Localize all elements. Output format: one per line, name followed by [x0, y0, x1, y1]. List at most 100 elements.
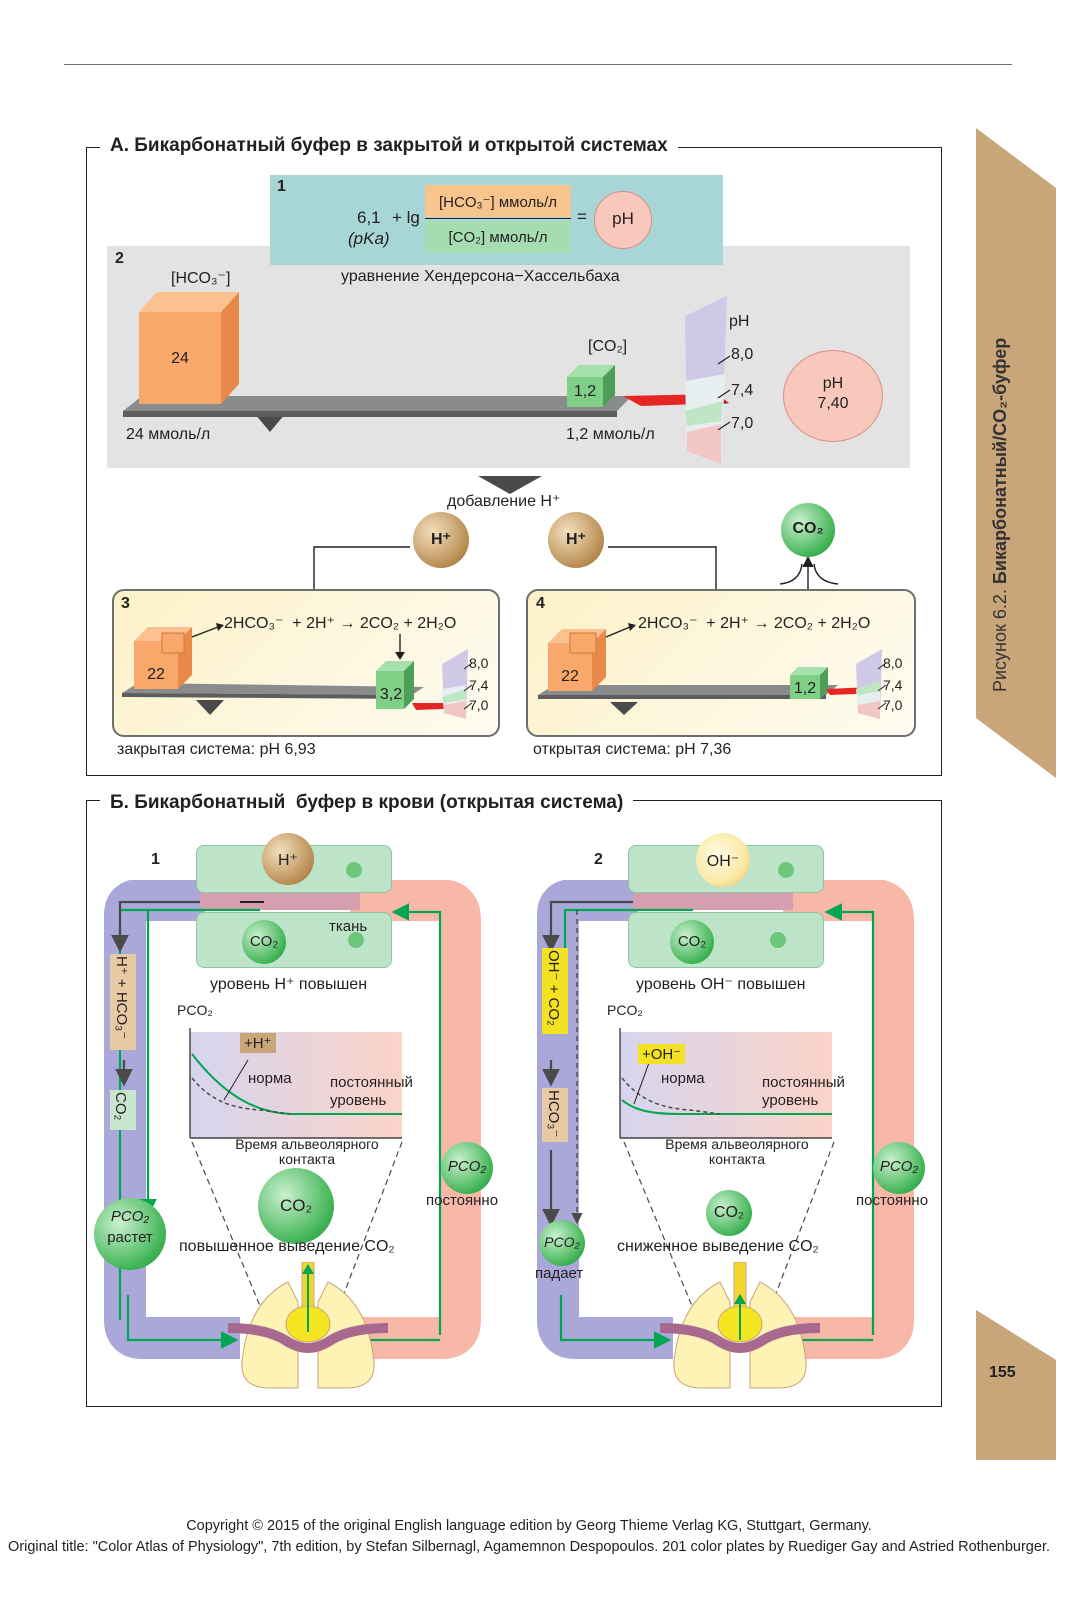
page-number-tab: [976, 1310, 1056, 1460]
section-a-connectors: [308, 546, 839, 608]
panel3-tick-74: 7,4: [469, 677, 489, 693]
add-h-arrow: [478, 476, 542, 494]
ph-circle-large-label: pH 7,40: [817, 375, 849, 412]
right-co2-ball: [670, 920, 714, 964]
panel4-number: 4: [536, 595, 545, 612]
ph-tick-marks: [717, 355, 731, 430]
hco3-value: 24: [171, 350, 189, 367]
page-number: 155: [989, 1364, 1016, 1381]
panel3-tick-80: 8,0: [469, 655, 489, 671]
panel4-caption: открытая система: pH 7,36: [533, 741, 732, 758]
left-tissue-bottom: [196, 912, 392, 968]
panel4-equation: 2HCO₃⁻ + 2H⁺ → 2CO₂ + 2H₂O: [638, 615, 871, 632]
right-change-label: +OH⁻: [638, 1044, 686, 1064]
right-big-co2-ball: [706, 1190, 752, 1236]
right-pco2-axis: PCO₂: [607, 1002, 643, 1018]
left-ion-ball: [262, 833, 314, 885]
left-pco2-axis: PCO₂: [177, 1002, 213, 1018]
panel4-tick-70: 7,0: [883, 697, 903, 713]
left-pco2-ball-right-label: PCO₂: [447, 1158, 487, 1175]
copyright-line-1: Copyright © 2015 of the original English…: [186, 1518, 872, 1534]
ph-circle-small: [594, 191, 652, 249]
ph-tick-74: 7,4: [731, 382, 754, 399]
left-tissue-label: ткань: [329, 918, 368, 935]
section-b-title: Б. Бикарбонатный буфер в крови (открытая…: [100, 792, 634, 814]
hco3-unit: 24 ммоль/л: [126, 426, 211, 443]
right-pco2-ball-right-label: PCO₂: [879, 1158, 919, 1175]
right-vertical-label-2-bg: [542, 1088, 568, 1142]
right-co2-label: CO₂: [677, 933, 707, 950]
panel4-co2-value: 1,2: [793, 680, 817, 697]
section-a-title: А. Бикарбонатный буфер в закрытой и откр…: [100, 135, 678, 157]
left-pco2-ball-right: [441, 1142, 493, 1194]
right-level-text: уровень OH⁻ повышен: [636, 976, 806, 993]
h-ion-ball-right: [548, 512, 604, 568]
panel3-box: [112, 589, 500, 737]
left-big-co2-ball: [258, 1168, 334, 1244]
ph-tick-70: 7,0: [731, 415, 754, 432]
left-excretion: повышенное выведение CO₂: [179, 1238, 395, 1255]
left-num: 1: [151, 851, 160, 868]
panel3-number: 3: [121, 595, 130, 612]
panel3-equation: 2HCO₃⁻ + 2H⁺ → 2CO₂ + 2H₂O: [224, 615, 457, 632]
right-nucleus-2: [770, 932, 786, 948]
left-pco2-ball-left: [94, 1198, 166, 1270]
henderson-caption: уравнение Хендерсона−Хассельбаха: [341, 268, 620, 285]
right-state-falling: падает: [535, 1265, 584, 1282]
left-lung-cone: [191, 1141, 403, 1331]
right-steady: постоянный уровень: [762, 1074, 845, 1109]
left-state-constant: постоянно: [426, 1192, 499, 1209]
left-norm: норма: [248, 1070, 292, 1087]
panel2-bg: [107, 246, 910, 468]
h-ion-ball-left-label: H⁺: [431, 531, 451, 548]
hco3-label: [HCO₃⁻]: [171, 270, 231, 287]
fraction-bar: [425, 218, 571, 219]
panel3-caption: закрытая система: pH 6,93: [117, 741, 316, 758]
ph-circle-small-label: pH: [612, 209, 634, 228]
left-xaxis: Время альвеолярного контакта: [235, 1136, 379, 1167]
right-norm: норма: [661, 1070, 705, 1087]
ph-circle-large: [783, 350, 883, 442]
left-state-rising: растет: [107, 1229, 153, 1246]
panel3-tick-70: 7,0: [469, 697, 489, 713]
right-pco2-ball-right: [873, 1142, 925, 1194]
copyright-line-2: Original title: "Color Atlas of Physiolo…: [7, 1539, 1050, 1555]
panel2-number: 2: [115, 250, 124, 267]
fraction-numerator-bg: [425, 185, 571, 217]
panel3-co2-value: 3,2: [379, 686, 403, 703]
left-vertical-label-2: CO₂: [112, 1092, 129, 1121]
panel4-balance: [538, 623, 887, 719]
h-ion-ball-right-label: H⁺: [566, 531, 586, 548]
co2-unit: 1,2 ммоль/л: [566, 426, 655, 443]
left-nucleus-2: [348, 932, 364, 948]
left-nucleus: [346, 862, 362, 878]
top-rule: [64, 64, 1012, 65]
left-ion-label: H⁺: [278, 852, 298, 869]
left-vertical-label-2-bg: [110, 1090, 136, 1130]
co2-value: 1,2: [573, 383, 597, 400]
fraction-denominator-bg: [425, 221, 571, 253]
right-lung-cone: [623, 1141, 835, 1331]
panel4-hco3-value: 22: [561, 668, 579, 685]
add-h-label: добавление H⁺: [447, 493, 561, 510]
right-xaxis: Время альвеолярного контакта: [665, 1136, 809, 1167]
left-change-label: +H⁺: [240, 1033, 276, 1053]
co2-ball-top-label: CO₂: [792, 520, 824, 537]
left-co2-ball: [242, 920, 286, 964]
panel4-tick-80: 8,0: [883, 655, 903, 671]
panel4-tick-74: 7,4: [883, 677, 903, 693]
panel3-balance: [122, 623, 473, 719]
ph-scale-title: pH: [729, 313, 750, 330]
left-pco2-graph: [189, 1028, 402, 1139]
right-pco2-ball-left-label: PCO₂: [544, 1234, 580, 1250]
left-co2-label: CO₂: [249, 933, 279, 950]
right-lungs: [660, 1262, 820, 1389]
co2-ball-top: [781, 503, 835, 557]
panel2-balance: [123, 292, 729, 464]
right-excretion: сниженное выведение CO₂: [617, 1238, 819, 1255]
left-level-text: уровень H⁺ повышен: [210, 976, 368, 993]
side-tab-title: Рисунок 6.2. Бикарбонатный/CO₂-буфер: [990, 337, 1010, 692]
right-ion-label: OH⁻: [706, 853, 740, 870]
right-vertical-label-2: HCO₃⁻: [545, 1090, 562, 1138]
henderson-const: 6,1: [357, 208, 381, 227]
